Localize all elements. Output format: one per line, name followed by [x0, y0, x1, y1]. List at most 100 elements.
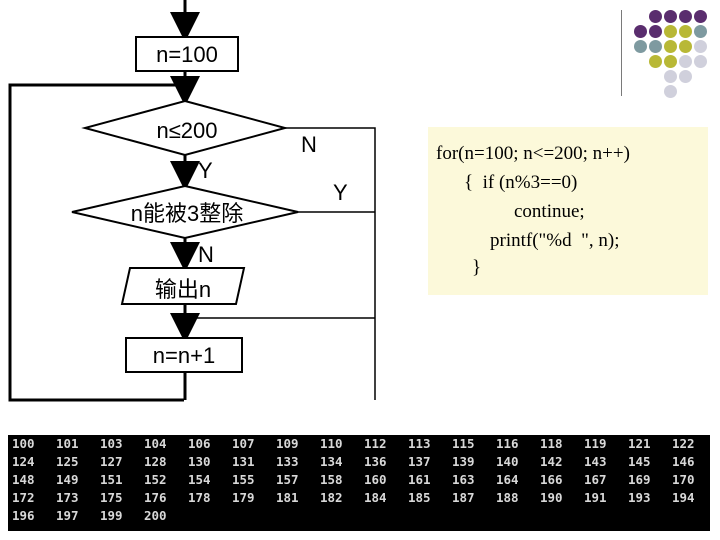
console-number: 113 [408, 436, 431, 451]
console-number: 154 [188, 472, 211, 487]
console-number: 107 [232, 436, 255, 451]
console-number: 109 [276, 436, 299, 451]
divisible-yes-label: Y [333, 180, 348, 205]
console-number: 193 [628, 490, 651, 505]
decorative-dot [664, 85, 677, 98]
console-number: 130 [188, 454, 211, 469]
console-number: 122 [672, 436, 695, 451]
decorative-dot [664, 40, 677, 53]
decorative-dot [694, 10, 707, 23]
decorative-dot [649, 25, 662, 38]
console-number: 181 [276, 490, 299, 505]
decorative-dot [679, 70, 692, 83]
console-number: 191 [584, 490, 607, 505]
decorative-dot [694, 55, 707, 68]
increment-label: n=n+1 [153, 343, 215, 368]
console-number: 128 [144, 454, 167, 469]
console-number: 121 [628, 436, 651, 451]
decorative-dot [634, 40, 647, 53]
console-number: 104 [144, 436, 167, 451]
console-row: 196 197 199 200 [8, 507, 710, 525]
console-number: 172 [12, 490, 35, 505]
condition-yes-label: Y [198, 158, 213, 183]
decorative-dot [664, 70, 677, 83]
console-number: 161 [408, 472, 431, 487]
console-number: 173 [56, 490, 79, 505]
console-number: 131 [232, 454, 255, 469]
decorative-dot [634, 25, 647, 38]
console-number: 152 [144, 472, 167, 487]
console-number: 184 [364, 490, 387, 505]
decorative-dot [679, 55, 692, 68]
console-number: 197 [56, 508, 79, 523]
console-number: 100 [12, 436, 35, 451]
console-number: 103 [100, 436, 123, 451]
console-number: 139 [452, 454, 475, 469]
console-number: 200 [144, 508, 167, 523]
console-number: 110 [320, 436, 343, 451]
console-number: 157 [276, 472, 299, 487]
console-number: 199 [100, 508, 123, 523]
code-line: } [472, 257, 482, 278]
console-number: 119 [584, 436, 607, 451]
console-number: 146 [672, 454, 695, 469]
decorative-dot [649, 10, 662, 23]
console-number: 142 [540, 454, 563, 469]
divisible-label: n能被3整除 [131, 201, 243, 226]
console-number: 188 [496, 490, 519, 505]
console-number: 170 [672, 472, 695, 487]
code-box: for(n=100; n<=200; n++) { if (n%3==0) co… [428, 127, 708, 295]
decorative-dot [679, 10, 692, 23]
console-number: 185 [408, 490, 431, 505]
decorative-dot [679, 25, 692, 38]
condition-no-label: N [301, 132, 317, 157]
console-number: 145 [628, 454, 651, 469]
decorative-dot [664, 25, 677, 38]
init-box [135, 36, 239, 72]
console-number: 182 [320, 490, 343, 505]
console-number: 101 [56, 436, 79, 451]
condition-label: n≤200 [156, 118, 217, 143]
console-number: 140 [496, 454, 519, 469]
console-number: 169 [628, 472, 651, 487]
console-number: 179 [232, 490, 255, 505]
console-number: 158 [320, 472, 343, 487]
decorative-dot [664, 10, 677, 23]
console-number: 116 [496, 436, 519, 451]
console-number: 176 [144, 490, 167, 505]
console-number: 175 [100, 490, 123, 505]
output-parallelogram [120, 267, 246, 305]
console-number: 163 [452, 472, 475, 487]
console-number: 106 [188, 436, 211, 451]
console-number: 127 [100, 454, 123, 469]
code-line: printf("%d ", n); [490, 230, 620, 251]
console-number: 148 [12, 472, 35, 487]
console-number: 125 [56, 454, 79, 469]
code-line: for(n=100; n<=200; n++) [436, 143, 630, 164]
console-number: 112 [364, 436, 387, 451]
decorative-dot [679, 40, 692, 53]
condition-no-line [285, 127, 376, 400]
console-number: 196 [12, 508, 35, 523]
flowchart: n=100 n≤200 N Y n能被3整除 Y N 输出n n=n+1 [8, 0, 376, 402]
decorative-dot [694, 25, 707, 38]
decorative-dot [664, 55, 677, 68]
decorative-dot [694, 40, 707, 53]
code-line: continue; [514, 201, 585, 222]
output-label: 输出n [155, 277, 211, 302]
console-number: 194 [672, 490, 695, 505]
console-number: 167 [584, 472, 607, 487]
divisible-no-label: N [198, 242, 214, 267]
init-label: n=100 [156, 42, 218, 67]
console-number: 133 [276, 454, 299, 469]
console-number: 118 [540, 436, 563, 451]
console-number: 151 [100, 472, 123, 487]
console-number: 137 [408, 454, 431, 469]
console-number: 134 [320, 454, 343, 469]
console-number: 190 [540, 490, 563, 505]
code-line: { if (n%3==0) [464, 172, 578, 193]
console-number: 166 [540, 472, 563, 487]
